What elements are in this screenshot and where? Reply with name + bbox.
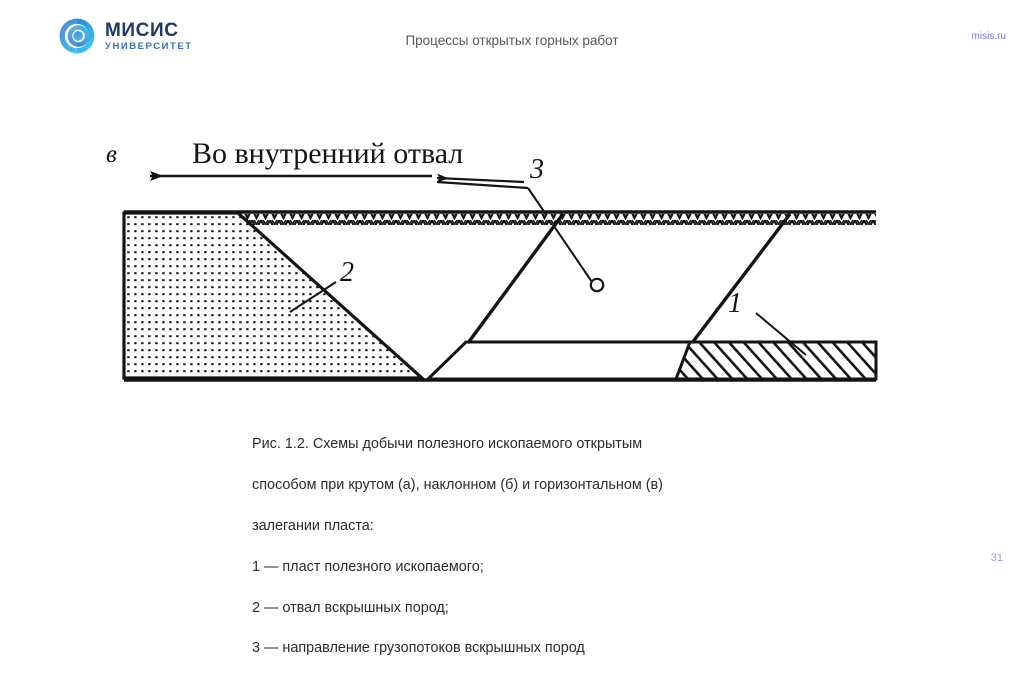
mined-out-seam-block [424, 340, 692, 381]
page-title: Процессы открытых горных работ [405, 33, 619, 48]
internal-dump-body [122, 211, 427, 380]
callout-3-leader-b [436, 180, 529, 190]
caption-line: Рис. 1.2. Схемы добычи полезного ископае… [252, 436, 643, 453]
misis-circular-logo-icon [58, 17, 95, 55]
callout-2-leader [289, 281, 337, 313]
brand-logo: МИСИС УНИВЕРСИТЕТ [58, 17, 193, 55]
caption-line: 2 — отвал вскрышных пород; [252, 599, 449, 616]
brand-name: МИСИС [105, 19, 179, 41]
flow-direction-label: Во внутренний отвал [192, 137, 463, 170]
brand-subtitle: УНИВЕРСИТЕТ [105, 41, 193, 52]
working-face-slope-left [466, 212, 565, 345]
slide-header: МИСИС УНИВЕРСИТЕТ Процессы открытых горн… [0, 0, 1024, 72]
figure-caption: Рис. 1.2. Схемы добычи полезного ископае… [252, 414, 872, 679]
caption-line: 3 — направление грузопотоков вскрышных п… [252, 640, 585, 657]
brand-wordmark: МИСИС УНИВЕРСИТЕТ [105, 21, 193, 52]
callout-1-leader [755, 312, 807, 356]
page-number: 31 [990, 552, 1003, 564]
caption-line: способом при крутом (а), наклонном (б) и… [252, 477, 663, 494]
callout-label-2: 2 [340, 257, 354, 288]
excavator-node-circle [589, 277, 605, 293]
caption-line: залегании пласта: [252, 518, 374, 535]
mining-cross-section-svg: в Во внутренний отвал 3 2 1 [106, 137, 878, 382]
callout-label-1: 1 [728, 288, 742, 319]
figure-diagram: в Во внутренний отвал 3 2 1 [0, 110, 1024, 400]
callout-3-leader-a [436, 173, 525, 184]
surface-hatching [236, 214, 876, 225]
callout-label-3: 3 [529, 154, 544, 185]
callout-3-leader-c [527, 187, 593, 283]
mineral-seam-hatched [673, 340, 878, 381]
panel-letter-v: в [106, 141, 117, 168]
working-face-slope-right [690, 212, 792, 345]
caption-line: 1 — пласт полезного ископаемого; [252, 558, 484, 575]
site-url: misis.ru [971, 31, 1006, 42]
